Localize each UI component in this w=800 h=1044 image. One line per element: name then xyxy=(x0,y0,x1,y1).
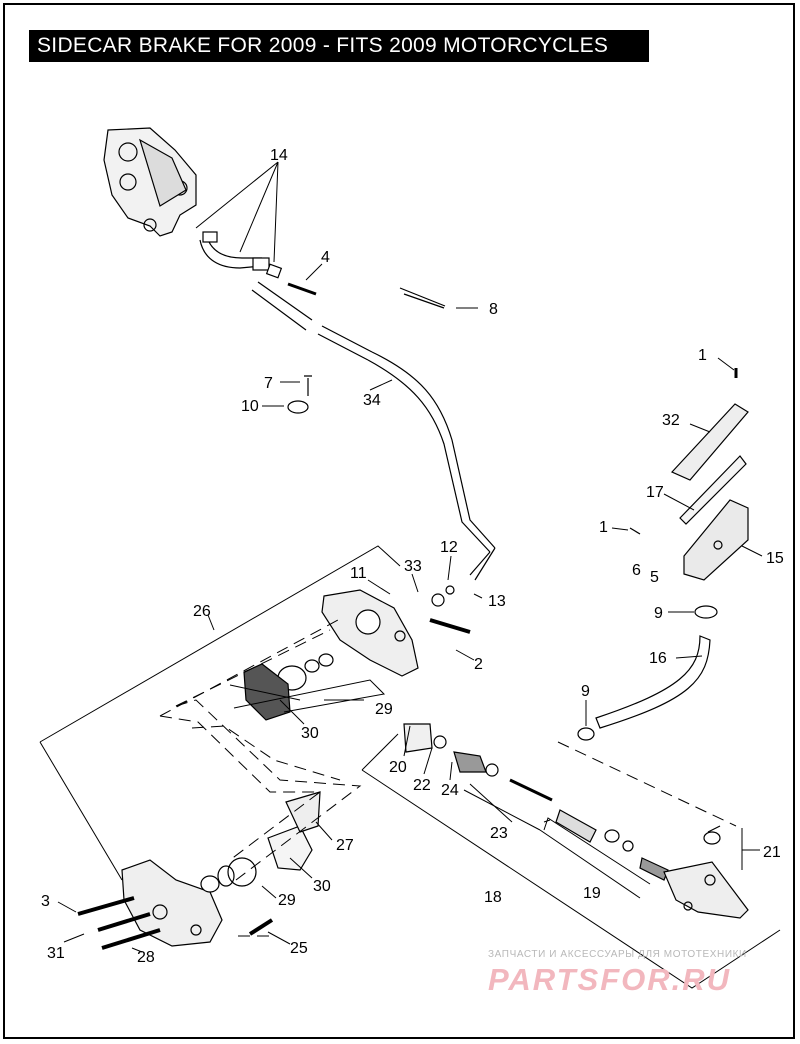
dashed-guides xyxy=(159,619,737,937)
callout-numbers: 14 4 8 1 7 10 34 32 17 1 15 6 5 9 16 12 … xyxy=(41,147,784,966)
callout-17: 17 xyxy=(646,484,664,501)
callout-21: 21 xyxy=(763,844,781,861)
callout-2: 2 xyxy=(474,656,483,673)
callout-7: 7 xyxy=(264,375,273,392)
page-title: SIDECAR BRAKE FOR 2009 - FITS 2009 MOTOR… xyxy=(29,30,649,62)
callout-10: 10 xyxy=(241,398,259,415)
callout-13: 13 xyxy=(488,593,506,610)
callout-12: 12 xyxy=(440,539,458,556)
callout-29-lower: 29 xyxy=(278,892,296,909)
bolt-7-drawing xyxy=(304,375,312,396)
callout-33: 33 xyxy=(404,558,422,575)
callout-6: 6 xyxy=(632,562,641,579)
callout-22: 22 xyxy=(413,777,431,794)
callout-1-lower: 1 xyxy=(599,519,608,536)
callout-24: 24 xyxy=(441,782,459,799)
leader-lines xyxy=(57,161,763,953)
callout-1-upper: 1 xyxy=(698,347,707,364)
master-cylinder-reservoir xyxy=(577,368,749,741)
callout-23: 23 xyxy=(490,825,508,842)
callout-11: 11 xyxy=(350,565,367,582)
watermark-subtitle: ЗАПЧАСТИ И АКСЕССУАРЫ ДЛЯ МОТОТЕХНИКИ xyxy=(488,949,747,960)
upper-caliper-drawing xyxy=(103,127,197,237)
callout-9-lower: 9 xyxy=(581,683,590,700)
callout-30-lower: 30 xyxy=(313,878,331,895)
master-cylinder-internals xyxy=(403,723,749,919)
callout-28: 28 xyxy=(137,949,155,966)
callout-25: 25 xyxy=(290,940,308,957)
callout-14: 14 xyxy=(270,147,288,164)
callout-3: 3 xyxy=(41,893,50,910)
callout-26: 26 xyxy=(193,603,211,620)
watermark-logo: PARTSFOR.RU xyxy=(488,962,732,997)
callout-30-upper: 30 xyxy=(301,725,319,742)
callout-20: 20 xyxy=(389,759,407,776)
brake-line-upper xyxy=(199,231,496,581)
mid-caliper-drawing xyxy=(243,585,471,721)
callout-31: 31 xyxy=(47,945,65,962)
callout-18: 18 xyxy=(484,889,502,906)
diagram-frame xyxy=(3,3,795,1039)
callout-29-upper: 29 xyxy=(375,701,393,718)
clamp-10-drawing xyxy=(287,400,309,414)
callout-5: 5 xyxy=(650,569,659,586)
callout-15: 15 xyxy=(766,550,784,567)
callout-8: 8 xyxy=(489,301,498,318)
callout-19: 19 xyxy=(583,885,601,902)
callout-9-upper: 9 xyxy=(654,605,663,622)
callout-32: 32 xyxy=(662,412,680,429)
assembly-brackets xyxy=(39,545,781,989)
callout-27: 27 xyxy=(336,837,354,854)
clip-8-drawing xyxy=(399,287,446,309)
callout-34: 34 xyxy=(363,392,381,409)
lower-caliper-drawing xyxy=(77,791,321,950)
callout-4: 4 xyxy=(321,249,330,266)
callout-16: 16 xyxy=(649,650,667,667)
